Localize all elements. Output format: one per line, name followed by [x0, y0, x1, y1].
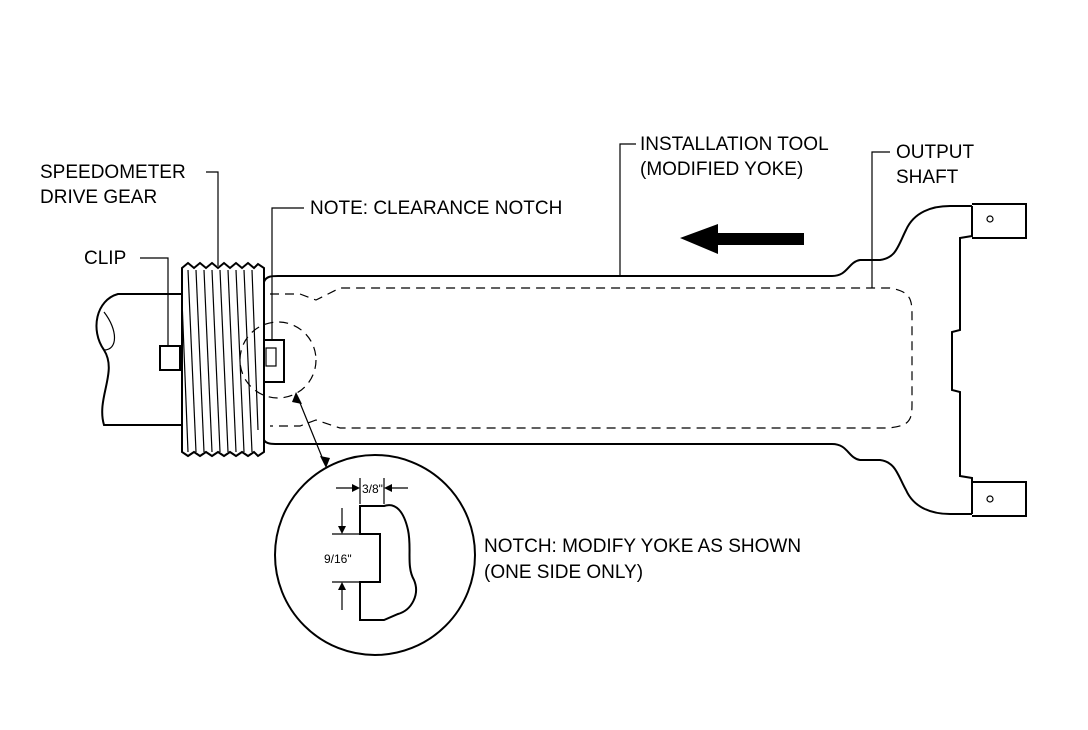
clip [159, 345, 181, 371]
dimension-height: 9/16" [324, 552, 352, 566]
speedometer-label-line1: SPEEDOMETER [40, 162, 186, 183]
leader-arrowhead-top [292, 392, 302, 404]
speedometer-drive-gear [181, 261, 265, 458]
notch-label-line2: (ONE SIDE ONLY) [484, 562, 643, 583]
installation-tool-label-line2: (MODIFIED YOKE) [640, 159, 803, 180]
speedometer-label-line2: DRIVE GEAR [40, 187, 157, 208]
note-label: NOTE: CLEARANCE NOTCH [310, 198, 562, 219]
clearance-notch [239, 321, 317, 399]
notch-label-line1: NOTCH: MODIFY YOKE AS SHOWN [484, 536, 801, 557]
installation-tool-yoke [263, 203, 1027, 517]
notch-detail [274, 454, 476, 656]
clip-label: CLIP [84, 248, 126, 269]
dimension-width: 3/8" [362, 482, 383, 496]
direction-arrow [680, 224, 804, 254]
installation-tool-label-line1: INSTALLATION TOOL [640, 134, 829, 155]
output-shaft-label-line1: OUTPUT [896, 142, 975, 163]
leader-arrowhead-bottom [320, 456, 330, 468]
hidden-output-shaft [270, 287, 913, 429]
output-shaft [95, 293, 182, 426]
leader-lines [140, 143, 890, 463]
output-shaft-label-line2: SHAFT [896, 167, 959, 188]
